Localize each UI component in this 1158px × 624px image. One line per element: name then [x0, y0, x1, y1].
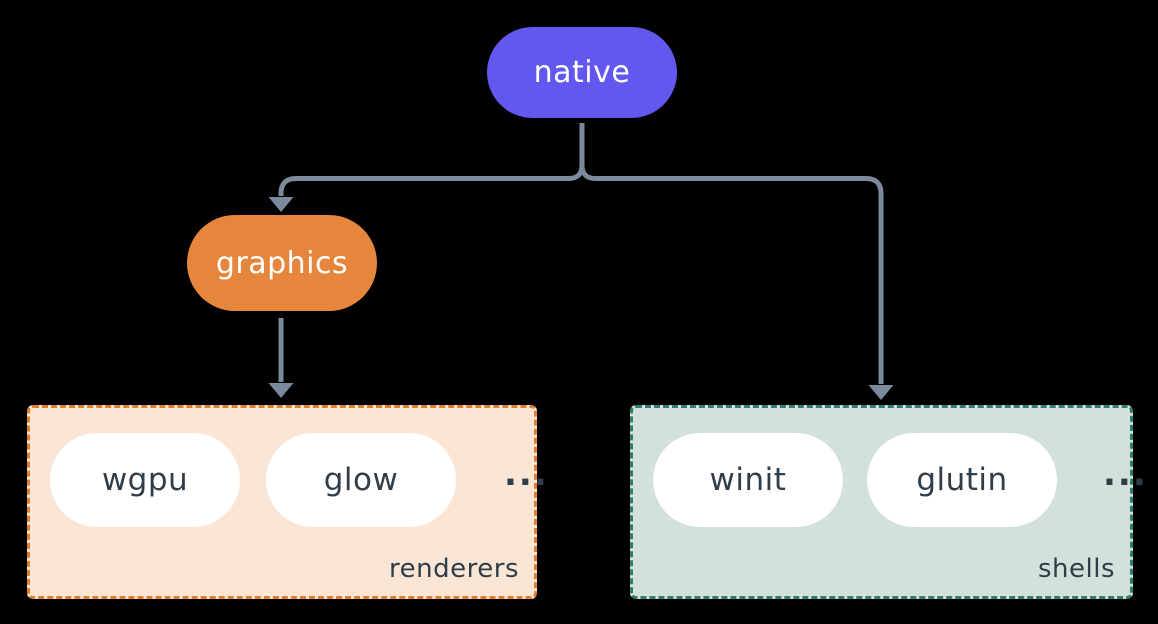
group-shells: winit glutin ... shells — [630, 405, 1146, 599]
node-graphics-label: graphics — [215, 245, 349, 281]
arrowhead-graphics-icon — [268, 197, 294, 212]
node-wgpu: wgpu — [50, 433, 240, 527]
node-native: native — [487, 27, 677, 118]
renderers-pill-row: wgpu glow ... — [50, 433, 549, 527]
node-native-label: native — [533, 55, 631, 90]
shells-group-label: shells — [1037, 554, 1115, 584]
node-winit-label: winit — [709, 462, 787, 498]
node-winit: winit — [653, 433, 843, 527]
node-wgpu-label: wgpu — [101, 462, 189, 498]
node-glutin: glutin — [867, 433, 1057, 527]
node-glutin-label: glutin — [916, 462, 1008, 498]
edge-native-graphics — [278, 123, 585, 196]
node-glow-label: glow — [323, 462, 399, 498]
node-graphics: graphics — [187, 215, 377, 311]
node-glow: glow — [266, 433, 456, 527]
arrowhead-renderers-icon — [268, 383, 294, 398]
arrowhead-shells-icon — [868, 385, 894, 400]
shells-pill-row: winit glutin ... — [653, 433, 1148, 527]
group-renderers: wgpu glow ... renderers — [27, 405, 547, 599]
shells-ellipsis: ... — [1103, 454, 1148, 494]
renderers-group-label: renderers — [389, 554, 519, 584]
renderers-ellipsis: ... — [504, 454, 549, 494]
edge-native-shells — [579, 123, 884, 384]
